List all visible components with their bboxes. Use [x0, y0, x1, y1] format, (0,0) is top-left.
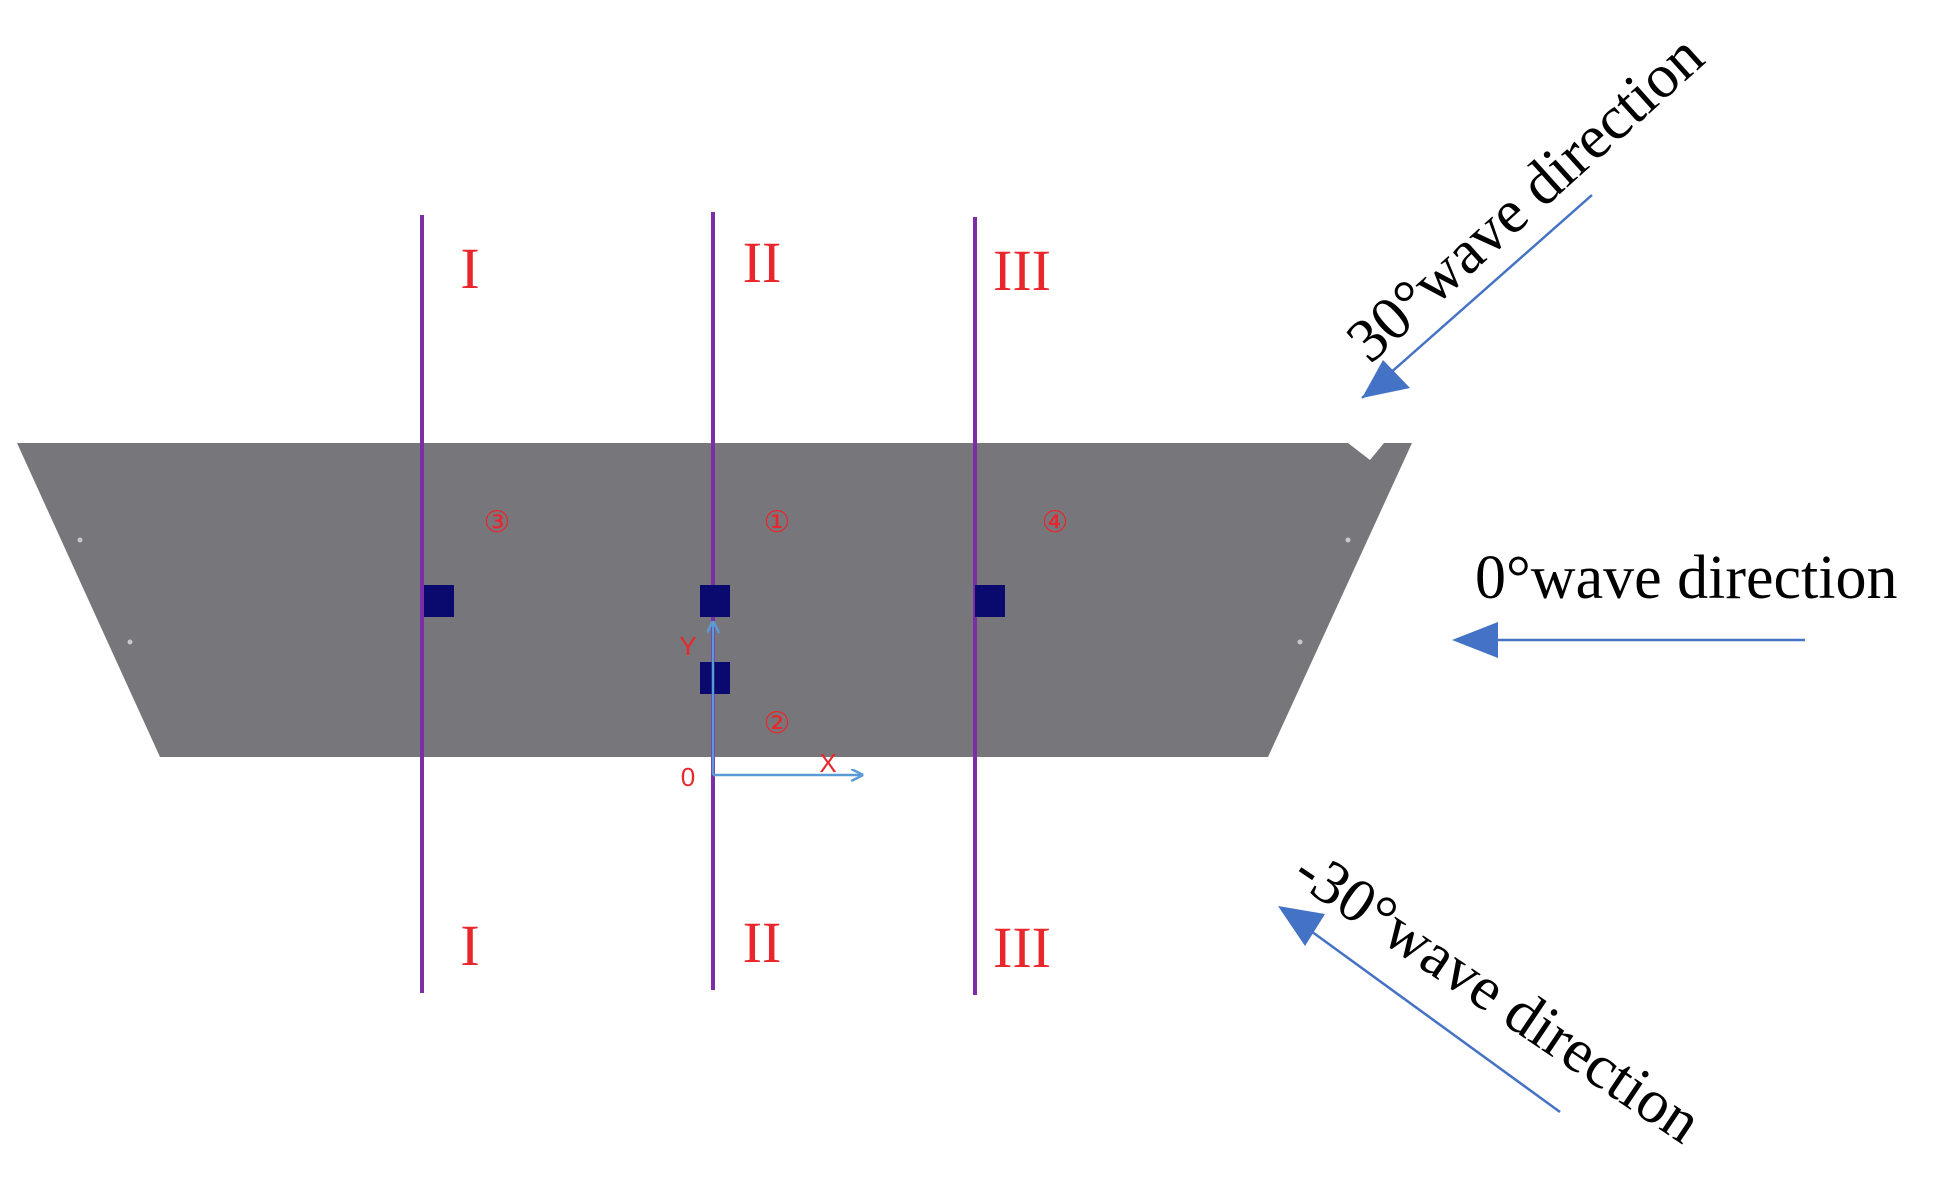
position-label-2: ② — [764, 707, 791, 740]
position-label-1: ① — [764, 506, 791, 539]
section-label-top-3: III — [993, 238, 1051, 303]
deck-dot — [127, 639, 133, 645]
wave-arrow-neg30 — [1281, 908, 1561, 1114]
axis-y-label: Y — [679, 631, 696, 661]
axis-x-label: X — [819, 748, 836, 778]
module-square-icon-4 — [975, 585, 1005, 617]
section-label-bottom-1: I — [460, 913, 479, 978]
wave-label-30: 30°wave direction — [1334, 21, 1716, 375]
wave-arrow-30-head-icon — [1362, 360, 1410, 398]
module-square-icon-2 — [700, 662, 730, 694]
wave-label-neg30: -30°wave direction — [1282, 835, 1713, 1157]
deck-dot — [1345, 537, 1351, 543]
section-label-top-1: I — [460, 236, 479, 301]
module-square-icon-1 — [700, 585, 730, 617]
section-label-top-2: II — [743, 230, 782, 295]
wave-arrow-0-head-icon — [1452, 622, 1498, 658]
position-label-4: ④ — [1042, 506, 1069, 539]
section-label-bottom-2: II — [743, 910, 782, 975]
wave-arrow-30 — [1361, 194, 1593, 399]
axis-origin-label: 0 — [681, 762, 695, 792]
module-square-icon-3 — [424, 585, 454, 617]
position-label-3: ③ — [484, 506, 511, 539]
wave-label-0: 0°wave direction — [1475, 544, 1897, 612]
section-label-bottom-3: III — [993, 915, 1051, 980]
deck-dot — [77, 537, 83, 543]
deck-dot — [1297, 639, 1303, 645]
wave-arrow-neg30-head-icon — [1278, 906, 1325, 946]
